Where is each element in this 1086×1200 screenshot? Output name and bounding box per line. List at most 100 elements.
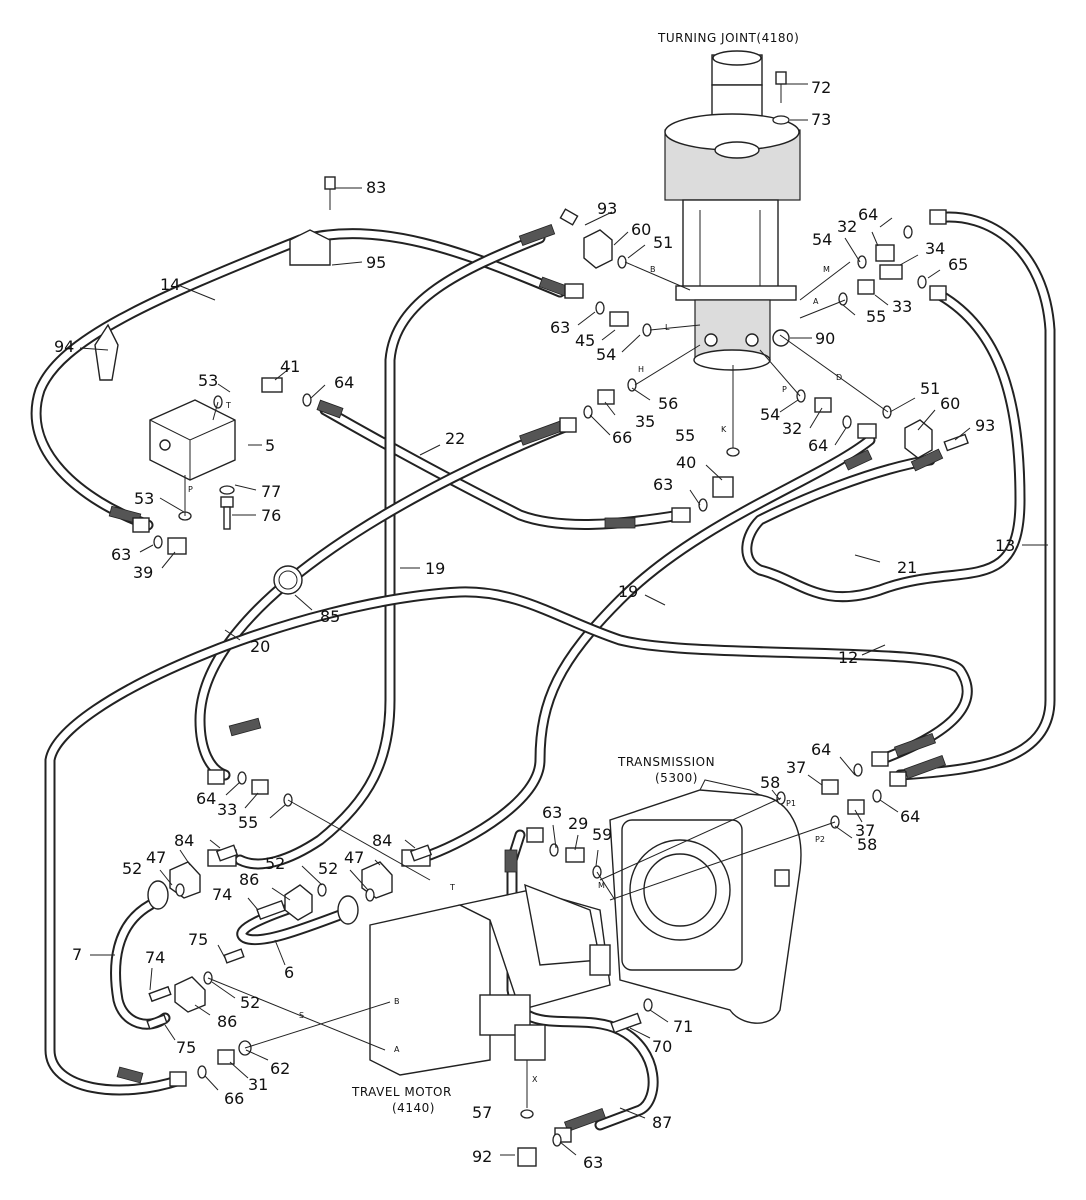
transmission-number: (5300) — [655, 771, 698, 785]
callout-66: 66 — [612, 428, 632, 447]
callout-47: 47 — [344, 848, 364, 867]
port-label-t: T — [225, 401, 231, 410]
callout-85: 85 — [320, 607, 340, 626]
callout-20: 20 — [250, 637, 270, 656]
callout-74: 74 — [145, 948, 165, 967]
port-label-x: X — [532, 1075, 538, 1084]
callout-34: 34 — [925, 239, 945, 258]
callout-84: 84 — [372, 831, 392, 850]
callout-64: 64 — [900, 807, 920, 826]
callout-13: 13 — [995, 536, 1015, 555]
callout-58: 58 — [857, 835, 877, 854]
callout-51: 51 — [653, 233, 673, 252]
callout-5: 5 — [265, 436, 275, 455]
callout-65: 65 — [948, 255, 968, 274]
callout-66: 66 — [224, 1089, 244, 1108]
port-label-d: D — [836, 373, 842, 382]
port-label-m: M — [823, 265, 830, 274]
port-label-t: T — [449, 883, 455, 892]
port-label-p: P — [188, 485, 193, 494]
callout-7: 7 — [72, 945, 82, 964]
callout-35: 35 — [635, 412, 655, 431]
callout-37: 37 — [786, 758, 806, 777]
callout-93: 93 — [597, 199, 617, 218]
callout-86: 86 — [239, 870, 259, 889]
callout-84: 84 — [174, 831, 194, 850]
callout-86: 86 — [217, 1012, 237, 1031]
port-label-a: A — [813, 297, 819, 306]
port-label-h: H — [638, 365, 644, 374]
callout-62: 62 — [270, 1059, 290, 1078]
callout-76: 76 — [261, 506, 281, 525]
callout-39: 39 — [133, 563, 153, 582]
callout-74: 74 — [212, 885, 232, 904]
callout-33: 33 — [892, 297, 912, 316]
callout-90: 90 — [815, 329, 835, 348]
callout-54: 54 — [596, 345, 616, 364]
callout-31: 31 — [248, 1075, 268, 1094]
callout-63: 63 — [653, 475, 673, 494]
callout-63: 63 — [542, 803, 562, 822]
callout-52: 52 — [318, 859, 338, 878]
port-label-k: K — [721, 425, 727, 434]
travel-motor-number: (4140) — [392, 1101, 435, 1115]
turning-joint-title: TURNING JOINT(4180) — [657, 31, 799, 45]
callout-56: 56 — [658, 394, 678, 413]
callout-45: 45 — [575, 331, 595, 350]
callout-41: 41 — [280, 357, 300, 376]
callout-55: 55 — [866, 307, 886, 326]
callout-64: 64 — [858, 205, 878, 224]
callout-60: 60 — [631, 220, 651, 239]
callout-51: 51 — [920, 379, 940, 398]
callout-37: 37 — [855, 821, 875, 840]
callout-94: 94 — [54, 337, 74, 356]
callout-57: 57 — [472, 1103, 492, 1122]
callout-75: 75 — [176, 1038, 196, 1057]
callout-64: 64 — [811, 740, 831, 759]
callout-63: 63 — [550, 318, 570, 337]
callout-93: 93 — [975, 416, 995, 435]
callout-52: 52 — [122, 859, 142, 878]
callout-64: 64 — [808, 436, 828, 455]
callout-32: 32 — [837, 217, 857, 236]
callout-22: 22 — [445, 429, 465, 448]
port-label-a: A — [394, 1045, 400, 1054]
callout-72: 72 — [811, 78, 831, 97]
callout-70: 70 — [652, 1037, 672, 1056]
transmission-title: TRANSMISSION — [617, 755, 715, 769]
callout-53: 53 — [134, 489, 154, 508]
callout-83: 83 — [366, 178, 386, 197]
port-label-p2: P2 — [815, 835, 825, 844]
callout-95: 95 — [366, 253, 386, 272]
turning-joint — [664, 50, 801, 371]
travel-motor-title: TRAVEL MOTOR — [351, 1085, 452, 1099]
port-label-b: B — [650, 265, 656, 274]
callout-92: 92 — [472, 1147, 492, 1166]
callout-29: 29 — [568, 814, 588, 833]
callout-64: 64 — [196, 789, 216, 808]
port-label-p1: P1 — [786, 799, 796, 808]
port-label-b: B — [394, 997, 400, 1006]
callout-63: 63 — [111, 545, 131, 564]
callout-21: 21 — [897, 558, 917, 577]
callout-47: 47 — [146, 848, 166, 867]
callout-60: 60 — [940, 394, 960, 413]
callout-19: 19 — [618, 582, 638, 601]
callout-40: 40 — [676, 453, 696, 472]
port-label-p: P — [782, 385, 787, 394]
callout-32: 32 — [782, 419, 802, 438]
callout-87: 87 — [652, 1113, 672, 1132]
valve-5 — [149, 399, 236, 481]
callout-12: 12 — [838, 648, 858, 667]
callout-14: 14 — [160, 275, 180, 294]
callout-19: 19 — [425, 559, 445, 578]
port-label-s: S — [299, 1011, 304, 1020]
callout-64: 64 — [334, 373, 354, 392]
callout-71: 71 — [673, 1017, 693, 1036]
callout-6: 6 — [284, 963, 294, 982]
travel-motor — [369, 883, 611, 1076]
callout-52: 52 — [240, 993, 260, 1012]
transmission — [609, 779, 802, 1024]
callout-58: 58 — [760, 773, 780, 792]
